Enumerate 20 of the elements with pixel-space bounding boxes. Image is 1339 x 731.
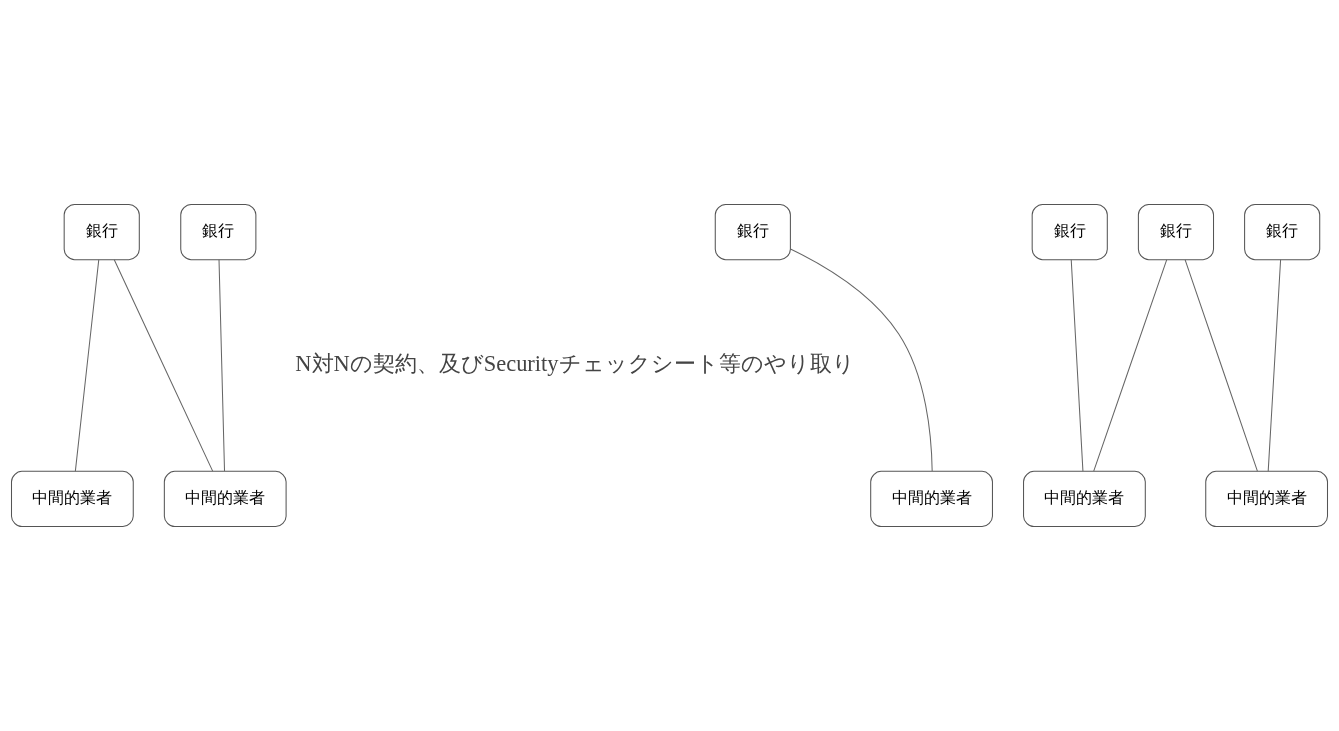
node-box: 中間的業者 [1023,470,1146,528]
connector [1070,259,1084,472]
node-box: 銀行 [63,203,140,261]
connector [113,259,214,472]
node-box: 中間的業者 [163,470,287,528]
node-box: 中間的業者 [11,470,134,528]
node-box: 銀行 [1031,203,1108,261]
node-box: 銀行 [714,203,791,261]
label: N対Nの契約、及びSecurityチェックシート等のやり取り [295,350,855,376]
node-box: 銀行 [1137,203,1215,261]
node-box: 銀行 [180,203,257,261]
connector [74,259,100,472]
connector [1184,259,1258,472]
connector [1267,259,1282,472]
node-box: 中間的業者 [870,470,993,528]
node-box: 中間的業者 [1205,470,1328,528]
connector [789,248,933,472]
connector [218,259,226,472]
node-box: 銀行 [1244,203,1321,261]
connector [1093,259,1168,472]
